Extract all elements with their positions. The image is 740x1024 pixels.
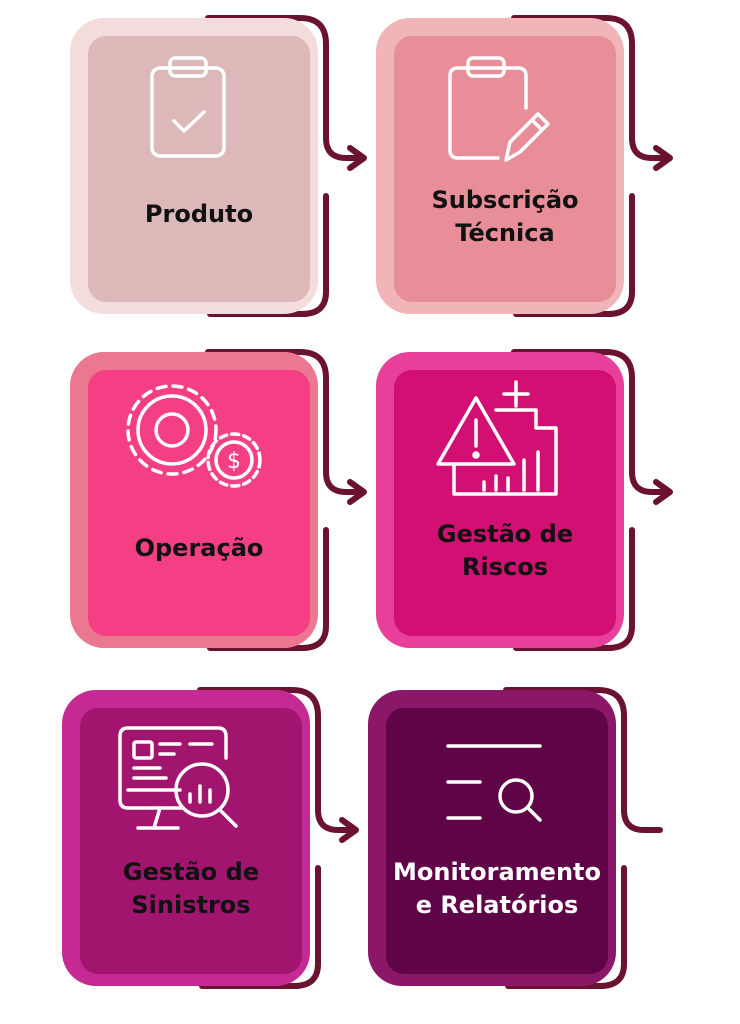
step-label-line: Produto	[144, 200, 254, 228]
step-label-line: Monitoramento	[392, 858, 601, 886]
step-card-3: $ Operação	[70, 352, 322, 652]
step-label-line: Subscrição	[431, 186, 579, 214]
arrow-head-icon	[339, 817, 359, 843]
step-label-line: e Relatórios	[415, 891, 579, 919]
clipboard-check-icon	[150, 56, 226, 158]
step-label: Gestão de Riscos	[394, 518, 616, 584]
step-label: Produto	[88, 198, 310, 231]
step-label: Operação	[88, 532, 310, 565]
svg-text:$: $	[227, 449, 241, 474]
step-label-line: Gestão de	[436, 520, 574, 548]
step-label: Monitoramento e Relatórios	[386, 856, 608, 922]
step-card-4: Gestão de Riscos	[376, 352, 628, 652]
step-label-line: Gestão de	[122, 858, 260, 886]
card-panel	[394, 370, 616, 636]
gears-dollar-icon: $	[126, 384, 262, 488]
arrow-head-icon	[653, 479, 673, 505]
card-panel	[88, 36, 310, 302]
step-card-5: Gestão de Sinistros	[62, 690, 314, 990]
step-label-line: Operação	[134, 534, 264, 562]
step-card-6: Monitoramento e Relatórios	[368, 690, 620, 990]
arrow-head-icon	[347, 479, 367, 505]
card-panel	[386, 708, 608, 974]
step-label: Gestão de Sinistros	[80, 856, 302, 922]
monitor-analysis-icon	[118, 726, 238, 830]
arrow-head-icon	[653, 145, 673, 171]
card-panel	[394, 36, 616, 302]
list-search-icon	[446, 744, 542, 822]
clipboard-edit-icon	[448, 56, 550, 162]
arrow-head-icon	[347, 145, 367, 171]
step-label-line: Sinistros	[131, 891, 251, 919]
card-panel	[80, 708, 302, 974]
card-panel	[88, 370, 310, 636]
warning-chart-icon	[436, 380, 558, 496]
step-label-line: Técnica	[455, 219, 555, 247]
step-label-line: Riscos	[462, 553, 548, 581]
step-card-1: Produto	[70, 18, 322, 318]
